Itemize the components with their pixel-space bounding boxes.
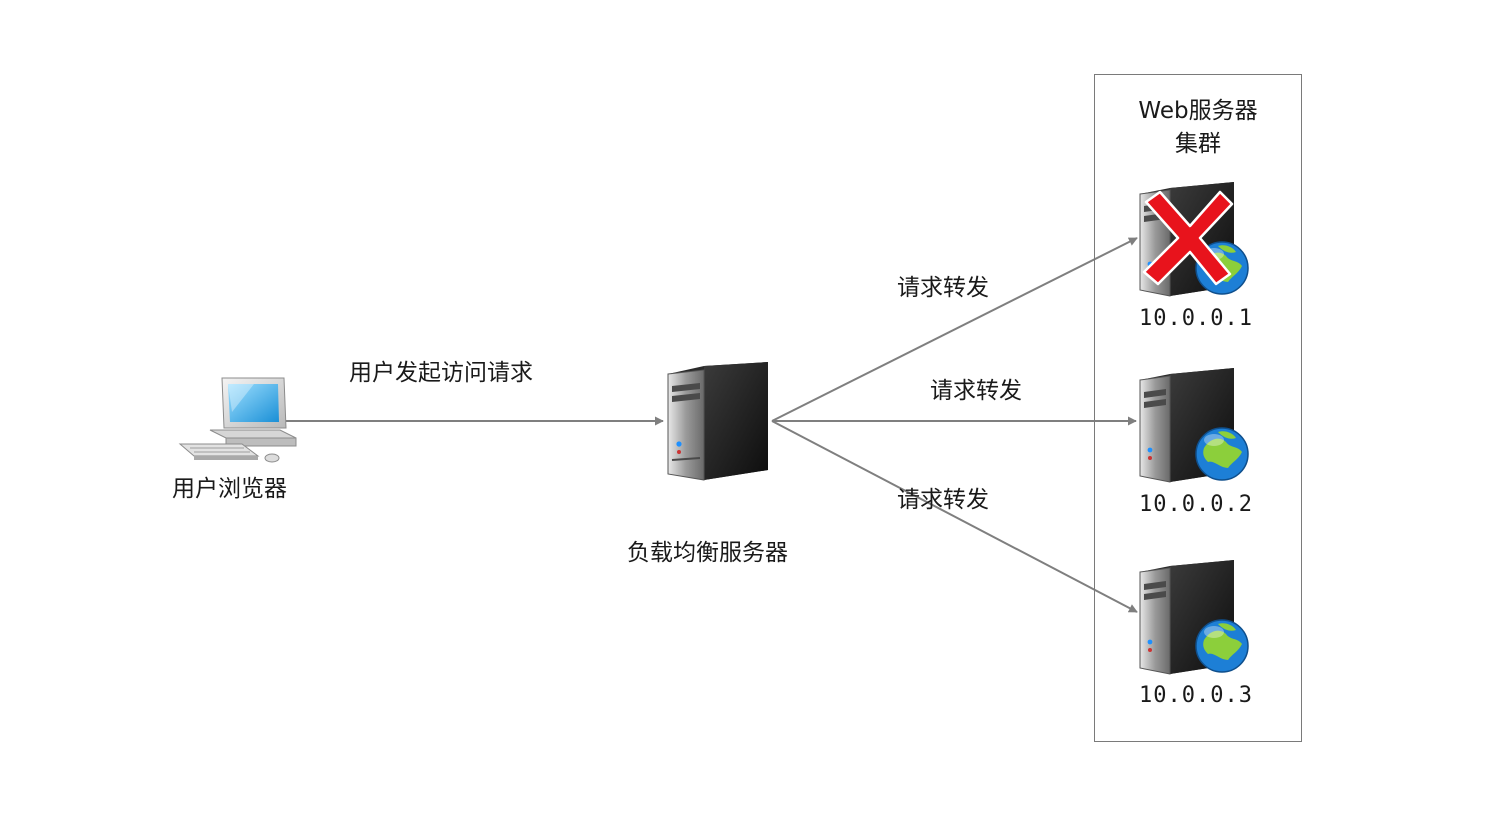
cluster-title-line-2: 集群 [1175,131,1221,157]
request-edge-label: 用户发起访问请求 [349,360,533,386]
globe-icon [1195,427,1249,481]
desktop-computer-icon [178,377,297,463]
server-ip-label-3: 10.0.0.3 [1139,683,1253,708]
forward-edge-label-2: 请求转发 [930,378,1022,404]
web-server-icon [1139,182,1249,297]
server-ip-label-1: 10.0.0.1 [1139,306,1253,331]
forward-arrow-1 [771,237,1138,422]
globe-icon [1195,619,1249,673]
web-server-cluster-group [1094,74,1302,742]
client-label: 用户浏览器 [172,476,287,502]
forward-edge-label-1: 请求转发 [897,275,989,301]
forward-edge-label-3: 请求转发 [897,487,989,513]
failure-x-icon [1142,190,1234,286]
web-server-icon [1139,560,1249,675]
web-server-icon [1139,368,1249,483]
load-balancer-label: 负载均衡服务器 [627,540,788,566]
server-icon [667,362,768,481]
forward-arrow-3 [771,420,1138,613]
server-ip-label-2: 10.0.0.2 [1139,492,1253,517]
cluster-title: Web服务器 集群 [1094,95,1302,161]
cluster-title-line-1: Web服务器 [1138,98,1258,124]
